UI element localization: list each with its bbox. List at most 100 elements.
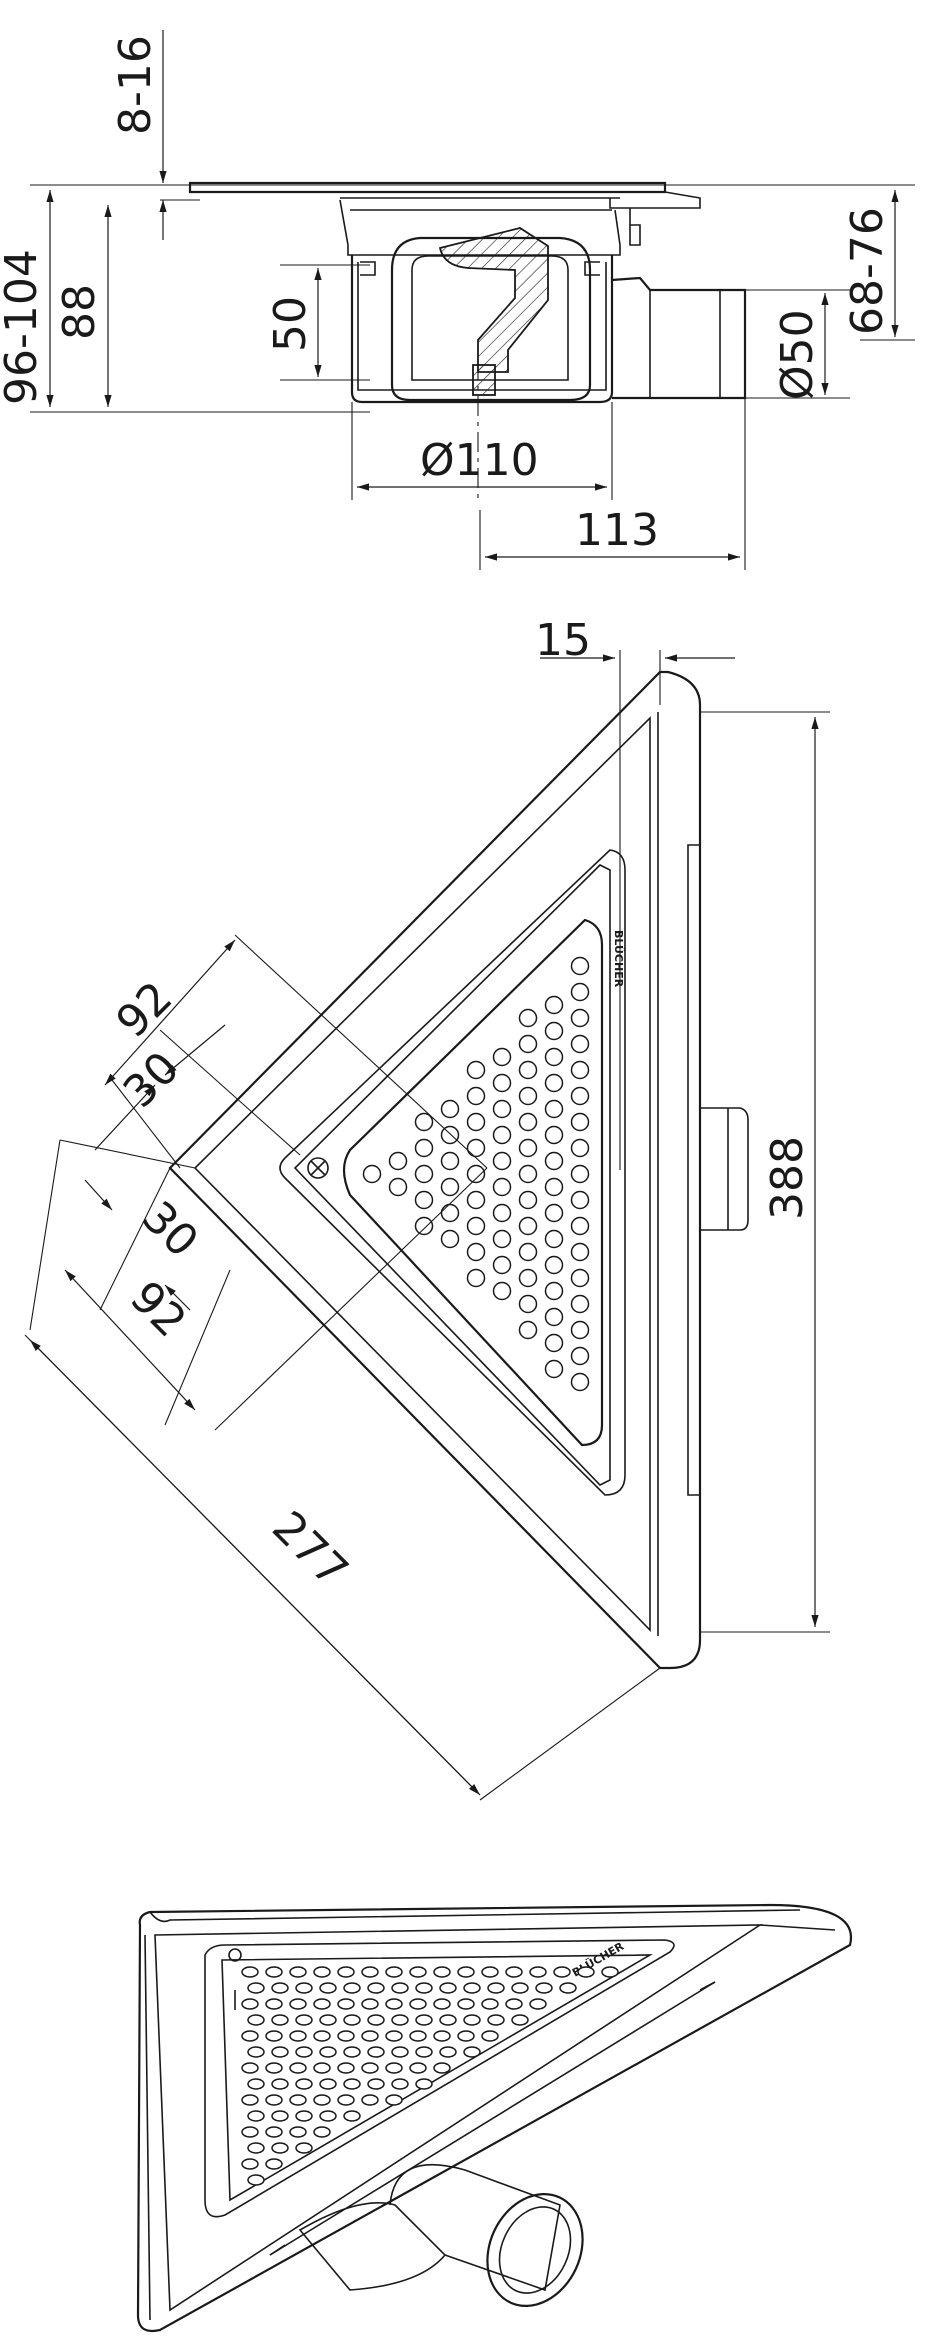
drain-hole: [544, 1021, 564, 1041]
drain-hole: [544, 1073, 564, 1093]
drain-hole: [391, 1982, 409, 1994]
drain-hole: [433, 1998, 451, 2010]
drain-hole: [265, 2094, 283, 2106]
drain-hole: [388, 1151, 408, 1171]
drain-hole: [492, 1177, 512, 1197]
drain-hole: [440, 1203, 460, 1223]
drain-hole: [518, 1138, 538, 1158]
drain-hole: [518, 1060, 538, 1080]
dim-body-diameter: Ø110: [420, 435, 539, 486]
drain-hole: [439, 2014, 457, 2026]
drain-hole: [518, 1320, 538, 1340]
drain-hole: [391, 2078, 409, 2090]
drain-hole: [570, 1034, 590, 1054]
drain-hole: [247, 2142, 265, 2154]
drain-hole: [265, 2062, 283, 2074]
drain-hole: [570, 1294, 590, 1314]
drain-hole: [343, 2014, 361, 2026]
dim-offset-30-upper: 30: [114, 1042, 190, 1118]
drain-hole: [265, 1998, 283, 2010]
drain-hole: [433, 2062, 451, 2074]
drain-hole: [544, 1177, 564, 1197]
drain-hole: [544, 1203, 564, 1223]
drain-hole: [466, 1164, 486, 1184]
drain-hole: [247, 2110, 265, 2122]
drain-hole: [492, 1125, 512, 1145]
drain-hole: [492, 1151, 512, 1171]
drain-hole: [570, 1060, 590, 1080]
drain-hole: [385, 2094, 403, 2106]
drain-hole: [415, 2046, 433, 2058]
drain-hole: [570, 1112, 590, 1132]
drain-hole: [559, 1982, 577, 1994]
drain-hole: [492, 1281, 512, 1301]
drain-hole: [313, 1998, 331, 2010]
drain-hole: [388, 1177, 408, 1197]
drain-hole: [343, 2046, 361, 2058]
drain-hole: [570, 956, 590, 976]
drain-hole: [570, 982, 590, 1002]
drain-hole: [440, 1151, 460, 1171]
drain-hole: [511, 2014, 529, 2026]
drain-hole: [466, 1138, 486, 1158]
drain-hole: [570, 1164, 590, 1184]
drain-hole: [385, 1998, 403, 2010]
drain-hole: [295, 2046, 313, 2058]
drain-hole: [463, 1982, 481, 1994]
drain-hole: [271, 2014, 289, 2026]
drain-hole: [544, 1255, 564, 1275]
drain-hole: [518, 1268, 538, 1288]
drain-hole: [466, 1060, 486, 1080]
drain-hole: [463, 2046, 481, 2058]
drain-hole: [295, 1982, 313, 1994]
dim-seal-height: 50: [265, 296, 316, 352]
drain-hole: [518, 1164, 538, 1184]
dim-rim-width: 15: [535, 615, 591, 666]
drain-hole: [481, 1998, 499, 2010]
drain-hole: [271, 1982, 289, 1994]
drain-hole: [367, 2078, 385, 2090]
drain-hole: [570, 1086, 590, 1106]
drain-hole: [570, 1372, 590, 1392]
drain-hole: [414, 1164, 434, 1184]
drain-hole: [544, 1099, 564, 1119]
drain-hole: [337, 1998, 355, 2010]
drain-hole: [544, 1281, 564, 1301]
drain-hole: [295, 2078, 313, 2090]
drain-hole: [544, 1151, 564, 1171]
drain-hole: [271, 2046, 289, 2058]
drain-hole: [518, 1216, 538, 1236]
dim-outlet-height: 68-76: [842, 207, 893, 335]
drain-hole: [544, 1333, 564, 1353]
drain-hole: [570, 1268, 590, 1288]
drain-hole: [361, 2030, 379, 2042]
drain-hole: [466, 1268, 486, 1288]
drain-hole: [265, 1966, 283, 1978]
drain-hole: [241, 2062, 259, 2074]
drain-hole: [466, 1216, 486, 1236]
drain-hole: [247, 1982, 265, 1994]
drain-hole: [481, 1966, 499, 1978]
drain-hole: [367, 2014, 385, 2026]
drain-hole: [433, 1966, 451, 1978]
drain-hole: [466, 1190, 486, 1210]
drain-hole: [313, 2094, 331, 2106]
drain-hole: [247, 2174, 265, 2186]
drain-hole: [518, 1086, 538, 1106]
drain-hole: [385, 2030, 403, 2042]
drain-hole: [295, 2110, 313, 2122]
drain-hole: [544, 1359, 564, 1379]
drain-hole: [518, 1242, 538, 1262]
drain-hole: [487, 1982, 505, 1994]
drain-hole: [570, 1346, 590, 1366]
drain-hole: [289, 1966, 307, 1978]
drain-hole: [289, 2062, 307, 2074]
drain-hole: [414, 1216, 434, 1236]
drain-hole: [544, 1047, 564, 1067]
plan-view: BLÜCHER 15 388 92 30: [24, 615, 830, 1801]
drain-hole: [385, 1966, 403, 1978]
drain-hole: [505, 1998, 523, 2010]
drain-hole: [440, 1099, 460, 1119]
drain-hole: [241, 1998, 259, 2010]
drain-hole: [440, 1229, 460, 1249]
